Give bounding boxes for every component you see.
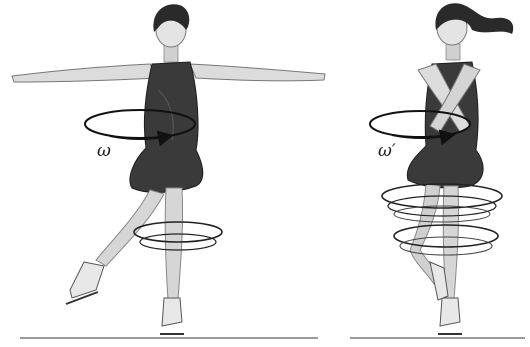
left-standing-skate	[162, 298, 182, 326]
skater-arms-extended	[12, 4, 325, 334]
left-standing-leg	[165, 188, 182, 300]
left-arms	[12, 64, 158, 82]
left-dress	[130, 62, 203, 192]
skater-arms-crossed	[370, 3, 513, 334]
right-standing-skate	[440, 298, 460, 326]
omega-prime-label: ω′	[378, 141, 396, 161]
omega-label: ω	[97, 141, 111, 161]
left-raised-skate	[70, 262, 104, 298]
left-raised-leg	[96, 190, 164, 266]
